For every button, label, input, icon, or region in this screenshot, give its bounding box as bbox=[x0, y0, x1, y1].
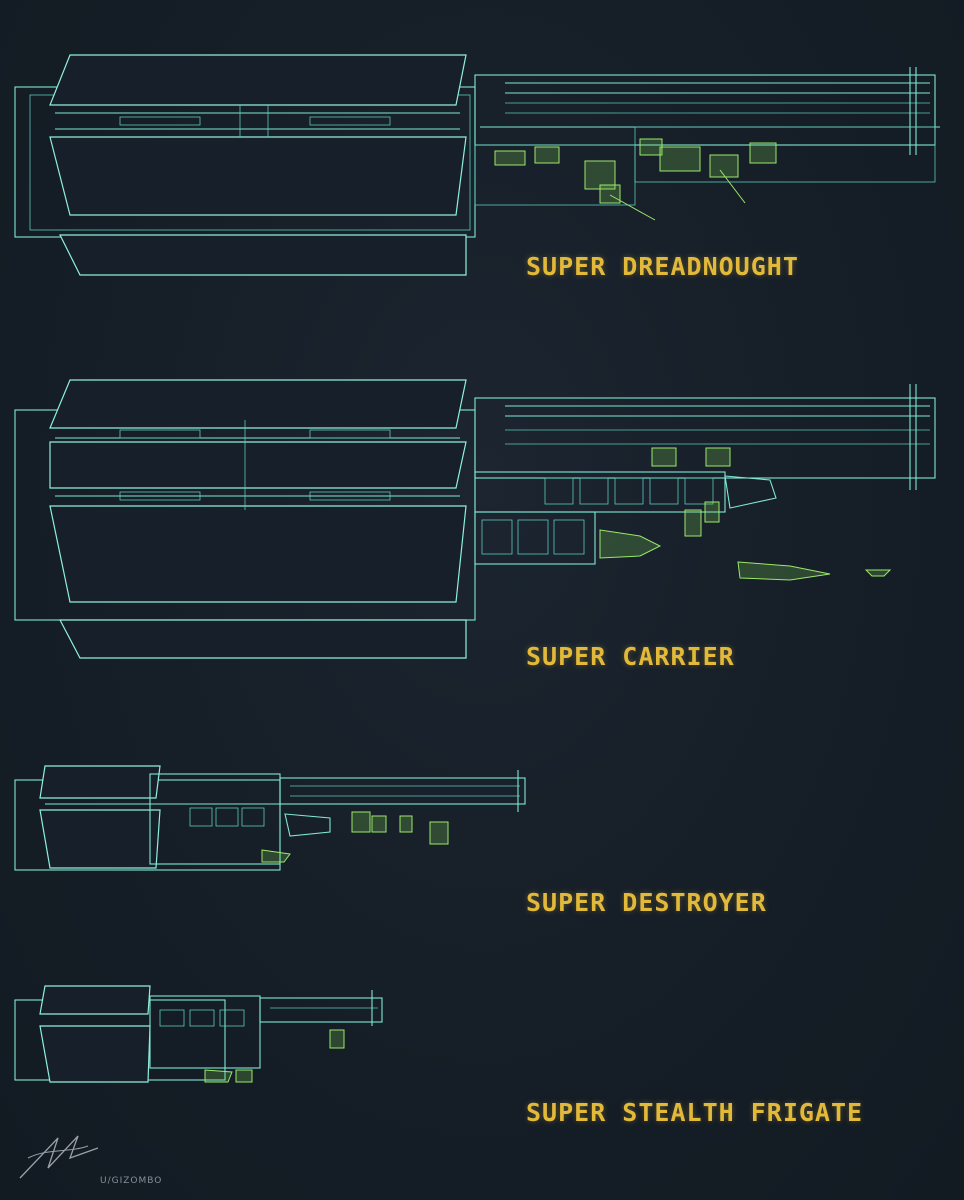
artist-credit: U/GIZOMBO bbox=[100, 1176, 163, 1186]
super-carrier-schematic bbox=[0, 379, 964, 660]
ship-label-super-dreadnought: SUPER DREADNOUGHT bbox=[526, 252, 799, 281]
ship-label-super-stealth-frigate: SUPER STEALTH FRIGATE bbox=[526, 1098, 864, 1127]
artist-signature bbox=[18, 1128, 108, 1192]
super-destroyer-schematic bbox=[0, 765, 964, 886]
ship-label-super-destroyer: SUPER DESTROYER bbox=[526, 888, 767, 917]
super-stealth-frigate-schematic bbox=[0, 985, 964, 1096]
super-dreadnought-schematic bbox=[0, 54, 964, 285]
ship-label-super-carrier: SUPER CARRIER bbox=[526, 642, 735, 671]
